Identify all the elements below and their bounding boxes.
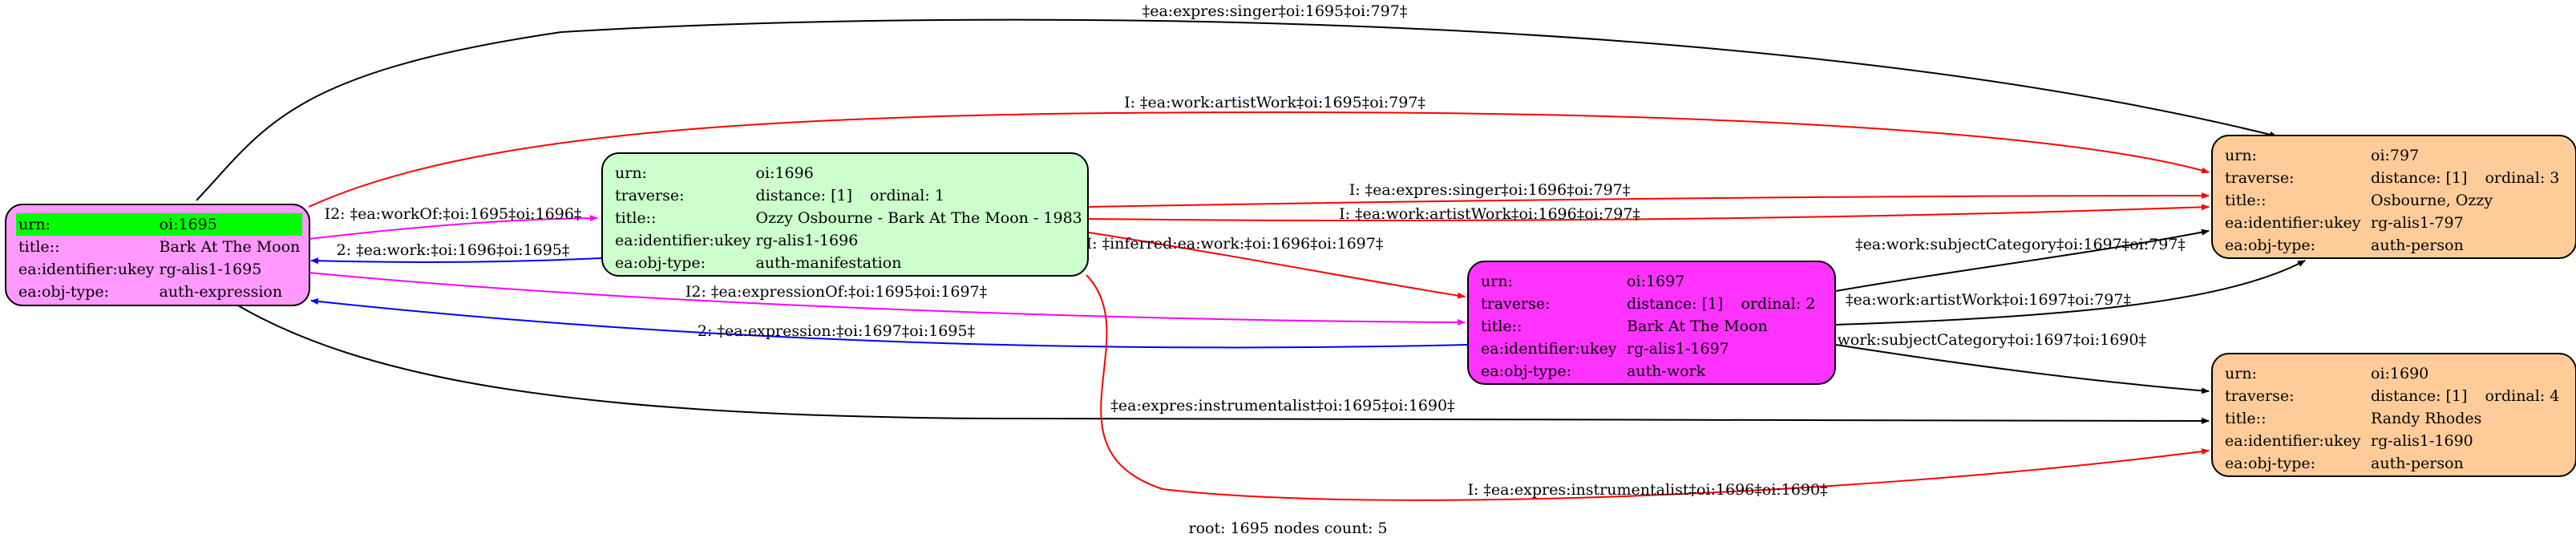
edge-line <box>1835 344 2210 394</box>
node-key: title:: <box>18 238 60 256</box>
node-key: traverse: <box>1481 295 1551 313</box>
node-oi-1690[interactable]: urn: oi:1690 traverse: distance: [1] ordina… <box>2211 353 2576 477</box>
edge-line <box>308 272 1466 326</box>
node-key: urn: <box>2225 365 2257 382</box>
node-key: ea:identifier:ukey <box>615 232 751 249</box>
node-value: rg-alis1-1695 <box>159 261 262 278</box>
node-key: urn: <box>615 164 647 182</box>
node-value: oi:1696 <box>755 164 814 182</box>
node-value: auth-person <box>2371 237 2464 254</box>
edge-label: ‡ea:expres:singer‡oi:1695‡oi:797‡ <box>1142 2 1408 20</box>
edge-label: I2: ‡ea:expressionOf:‡oi:1695‡oi:1697‡ <box>685 283 987 301</box>
edge-label: I: ‡ea:expres:instrumentalist‡oi:1696‡oi… <box>1467 481 1827 499</box>
node-key: urn: <box>1481 273 1513 290</box>
edge-line <box>1088 232 1466 299</box>
node-value: Osbourne, Ozzy <box>2371 192 2493 209</box>
edge-line <box>308 215 598 240</box>
node-oi-1697[interactable]: urn: oi:1697 traverse: distance: [1] ordina… <box>1467 261 1836 385</box>
edge-label: ‡ea:expres:instrumentalist‡oi:1695‡oi:16… <box>1110 397 1454 415</box>
node-value: auth-work <box>1627 362 1706 380</box>
node-oi-1695[interactable]: urn:oi:1695 title::Bark At The Moon ea:i… <box>5 204 310 306</box>
node-value: Ozzy Osbourne - Bark At The Moon - 1983 <box>755 209 1082 227</box>
node-key: traverse: <box>2225 387 2295 405</box>
node-key: traverse: <box>2225 169 2295 187</box>
node-value: oi:1697 <box>1627 273 1685 290</box>
edge-label: I: ‡inferred:ea:work:‡oi:1696‡oi:1697‡ <box>1086 235 1384 253</box>
node-key: urn: <box>16 213 157 236</box>
node-key: ea:obj-type: <box>615 254 706 272</box>
node-key: ea:identifier:ukey <box>2225 432 2361 450</box>
edge-line <box>1835 260 2306 326</box>
node-value: oi:1695 <box>156 213 303 236</box>
node-ordinal: ordinal: 1 <box>869 187 944 204</box>
edge-label: ‡ea:work:subjectCategory‡oi:1697‡oi:797‡ <box>1855 236 2186 253</box>
node-key: title:: <box>2225 192 2267 209</box>
node-ordinal: ordinal: 4 <box>2485 387 2560 405</box>
edge-line <box>308 111 2210 208</box>
edge-line <box>310 297 1468 349</box>
node-value: Randy Rhodes <box>2371 410 2482 427</box>
node-value: auth-manifestation <box>755 254 902 272</box>
node-value: distance: [1] <box>2371 169 2468 187</box>
node-key: ea:obj-type: <box>2225 237 2316 254</box>
node-value: distance: [1] <box>2371 387 2468 405</box>
graph-footer: root: 1695 nodes count: 5 <box>1188 520 1388 537</box>
node-key: ea:identifier:ukey <box>1481 340 1617 358</box>
edge-label: ‡ea:work:subjectCategory‡oi:1697‡oi:1690… <box>1806 331 2146 349</box>
edge-line <box>1088 204 2210 222</box>
node-value: rg-alis1-1697 <box>1627 340 1729 358</box>
edge-label: 2: ‡ea:work:‡oi:1696‡oi:1695‡ <box>337 241 570 259</box>
node-value: rg-alis1-1696 <box>755 232 859 249</box>
node-key: ea:obj-type: <box>18 283 110 301</box>
node-value: Bark At The Moon <box>159 238 301 256</box>
node-key: title:: <box>2225 410 2267 427</box>
node-value: oi:797 <box>2371 147 2420 164</box>
node-value: rg-alis1-1690 <box>2371 432 2473 450</box>
edge-label: 2: ‡ea:expression:‡oi:1697‡oi:1695‡ <box>698 322 975 340</box>
edge-line <box>1086 274 2210 501</box>
node-key: title:: <box>1481 317 1523 335</box>
edge-label: I2: ‡ea:workOf:‡oi:1695‡oi:1696‡ <box>325 205 582 223</box>
node-key: title:: <box>615 209 657 227</box>
node-value: Bark At The Moon <box>1627 317 1768 335</box>
edge-label: I: ‡ea:work:artistWork‡oi:1695‡oi:797‡ <box>1124 94 1425 111</box>
node-key: ea:identifier:ukey <box>2225 214 2361 232</box>
node-key: traverse: <box>615 187 685 204</box>
node-key: urn: <box>2225 147 2257 164</box>
edge-line <box>196 18 2278 201</box>
edge-line <box>1835 229 2210 292</box>
edge-line <box>1088 192 2210 208</box>
node-key: ea:obj-type: <box>2225 455 2316 472</box>
node-oi-797[interactable]: urn: oi:797 traverse: distance: [1] ordinal… <box>2211 135 2576 259</box>
node-value: oi:1690 <box>2371 365 2429 382</box>
node-ordinal: ordinal: 2 <box>1741 295 1816 313</box>
node-oi-1696[interactable]: urn: oi:1696 traverse: distance: [1] ordina… <box>601 152 1089 277</box>
node-key: ea:identifier:ukey <box>18 261 155 278</box>
edge-label: I: ‡ea:expres:singer‡oi:1696‡oi:797‡ <box>1349 181 1631 199</box>
edge-line <box>310 257 602 265</box>
node-value: distance: [1] <box>1627 295 1724 313</box>
node-ordinal: ordinal: 3 <box>2485 169 2560 187</box>
node-value: rg-alis1-797 <box>2371 214 2464 232</box>
node-value: auth-person <box>2371 455 2464 472</box>
edge-label: I: ‡ea:work:artistWork‡oi:1696‡oi:797‡ <box>1339 205 1640 223</box>
node-value: distance: [1] <box>755 187 852 204</box>
edge-label: ‡ea:work:artistWork‡oi:1697‡oi:797‡ <box>1846 291 2131 309</box>
node-key: ea:obj-type: <box>1481 362 1572 380</box>
node-value: auth-expression <box>159 283 283 301</box>
